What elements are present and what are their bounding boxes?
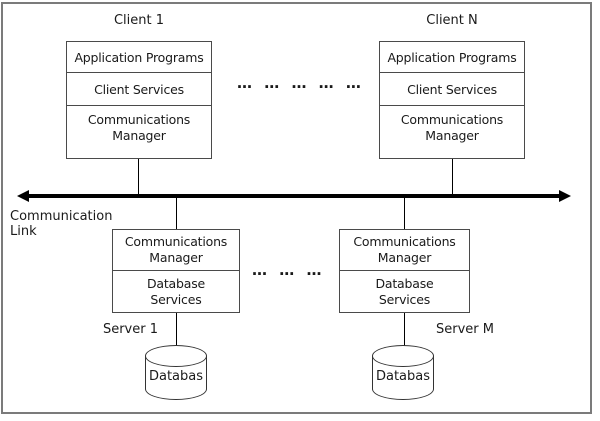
client-1-communications-manager-layer: Communications Manager bbox=[87, 112, 191, 143]
client-n-client-services-layer: Client Services bbox=[380, 73, 524, 106]
left-arrowhead-icon bbox=[17, 190, 29, 202]
database-1-label: Databas bbox=[148, 369, 204, 384]
link-server-m-connector bbox=[404, 198, 405, 229]
client-n-application-programs-layer: Application Programs bbox=[380, 42, 524, 73]
communication-link-line bbox=[26, 194, 562, 198]
diagram-border bbox=[1, 2, 592, 414]
server-1-box: Communications Manager Database Services bbox=[112, 229, 240, 313]
clients-ellipsis: … … … … … bbox=[237, 74, 361, 92]
server-m-communications-manager-layer: Communications Manager bbox=[340, 230, 469, 271]
client-1-client-services-layer: Client Services bbox=[67, 73, 211, 106]
server-1-label: Server 1 bbox=[102, 322, 158, 337]
server-1-database-services-layer: Database Services bbox=[146, 275, 206, 307]
server-m-database-connector bbox=[404, 313, 405, 348]
server-1-database-connector bbox=[176, 313, 177, 348]
client-n-title: Client N bbox=[426, 13, 478, 28]
right-arrowhead-icon bbox=[559, 190, 571, 202]
server-m-label: Server M bbox=[436, 322, 494, 337]
client-n-communications-manager-layer: Communications Manager bbox=[400, 112, 504, 143]
link-server-1-connector bbox=[176, 198, 177, 229]
database-m-label: Databas bbox=[375, 369, 431, 384]
server-m-box: Communications Manager Database Services bbox=[339, 229, 470, 313]
client-1-link-connector bbox=[138, 159, 139, 194]
client-1-box: Application Programs Client Services Com… bbox=[66, 41, 212, 159]
client-1-application-programs-layer: Application Programs bbox=[67, 42, 211, 73]
client-1-title: Client 1 bbox=[113, 13, 165, 28]
communication-link-label: Communication Link bbox=[10, 209, 113, 239]
database-m-cylinder-top bbox=[372, 345, 434, 367]
client-n-box: Application Programs Client Services Com… bbox=[379, 41, 525, 159]
server-1-communications-manager-layer: Communications Manager bbox=[113, 230, 239, 271]
server-m-database-services-layer: Database Services bbox=[375, 275, 434, 307]
servers-ellipsis: … … … bbox=[252, 261, 322, 279]
client-n-link-connector bbox=[452, 159, 453, 194]
database-1-cylinder-top bbox=[145, 345, 207, 367]
